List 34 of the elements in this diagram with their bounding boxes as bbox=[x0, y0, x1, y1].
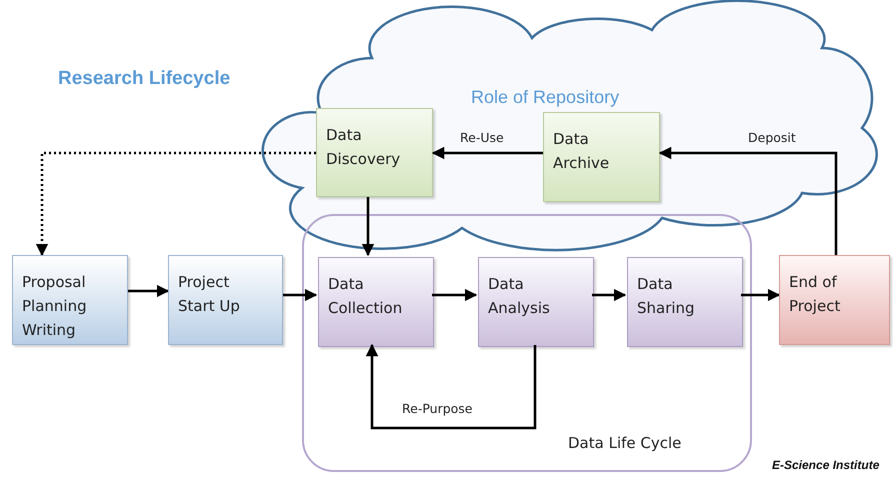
arrow bbox=[36, 152, 316, 256]
cloud-label: Role of Repository bbox=[471, 87, 620, 108]
process-box bbox=[478, 257, 594, 347]
edge-label: Re-Purpose bbox=[400, 401, 474, 416]
arrow bbox=[366, 344, 536, 430]
arrow bbox=[432, 146, 543, 160]
edge-label: Re-Use bbox=[458, 130, 506, 145]
process-box bbox=[543, 112, 660, 202]
box-label: Data Sharing bbox=[637, 274, 696, 319]
arrow bbox=[432, 288, 478, 302]
arrow bbox=[658, 146, 838, 255]
arrow bbox=[362, 197, 374, 256]
box-label: Data Archive bbox=[553, 129, 610, 174]
process-box bbox=[318, 257, 434, 347]
lifecycle-frame bbox=[302, 214, 752, 472]
source-credit: E-Science Institute bbox=[772, 458, 880, 472]
process-box bbox=[779, 255, 890, 345]
box-label: Data Analysis bbox=[488, 274, 551, 319]
arrow bbox=[128, 284, 170, 298]
arrow bbox=[592, 288, 626, 302]
edge-label: Deposit bbox=[746, 130, 798, 145]
box-label: Proposal Planning Writing bbox=[22, 272, 88, 341]
box-label: Project Start Up bbox=[178, 272, 241, 317]
box-label: End of Project bbox=[789, 272, 842, 317]
process-box bbox=[12, 255, 128, 345]
box-label: Data Discovery bbox=[326, 125, 402, 170]
frame-label: Data Life Cycle bbox=[568, 434, 682, 452]
arrow bbox=[741, 288, 780, 302]
diagram-title: Research Lifecycle bbox=[58, 68, 230, 90]
process-box bbox=[316, 108, 433, 197]
process-box bbox=[627, 257, 743, 347]
process-box bbox=[168, 255, 283, 345]
box-label: Data Collection bbox=[328, 274, 404, 319]
arrow bbox=[283, 288, 318, 302]
